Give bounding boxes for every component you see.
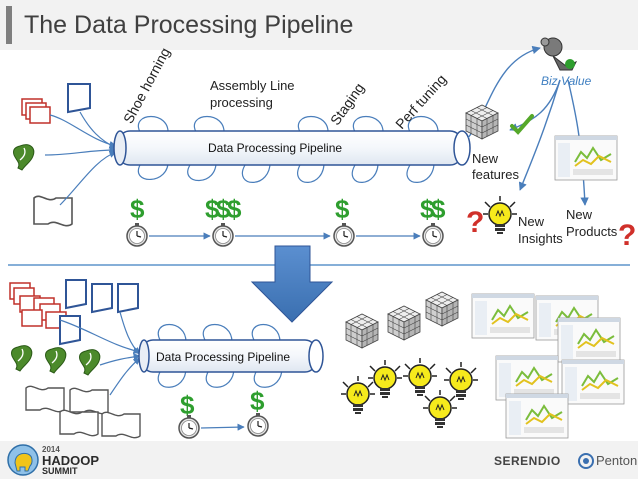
elephant-logo-icon <box>7 444 39 476</box>
rubiks-cube-icon <box>345 313 379 349</box>
dashboard-screenshot-icon <box>557 317 621 363</box>
bottom-pipeline-label: Data Processing Pipeline <box>156 350 290 364</box>
header-band <box>0 0 638 50</box>
penton-logo-icon <box>578 453 594 469</box>
document-icon <box>67 83 91 114</box>
scroll-document-icon <box>69 387 109 415</box>
dollar-icon: $ <box>335 194 350 224</box>
leaf-icon <box>78 349 101 376</box>
clock-icon <box>212 222 234 247</box>
summit-name-line2: SUMMIT <box>42 466 78 476</box>
rubiks-cube-icon <box>387 305 421 341</box>
document-icon <box>117 283 139 314</box>
monkey-mascot-icon <box>540 37 578 71</box>
lightbulb-icon <box>402 357 438 397</box>
processing-loops-bottom <box>157 323 283 388</box>
leaf-icon <box>44 347 67 374</box>
dollar-icon: $ <box>420 194 435 224</box>
dashboard-screenshot-icon <box>554 135 618 181</box>
new-products-label-line2: Products <box>566 224 618 239</box>
scroll-document-icon <box>101 411 141 439</box>
clock-icon <box>126 222 148 247</box>
document-icon <box>65 279 87 310</box>
lightbulb-icon <box>443 361 479 401</box>
bottom-pipeline: Data Processing Pipeline <box>138 339 324 373</box>
down-arrow-icon <box>250 245 334 323</box>
leaf-icon <box>10 345 33 372</box>
question-mark-icon-right: ? <box>618 219 636 252</box>
scroll-document-icon <box>25 385 65 413</box>
partner-logo-penton: Penton <box>578 451 638 473</box>
biz-value-label: Biz Value <box>541 74 592 88</box>
inflow-arrows <box>44 111 117 206</box>
document-icon <box>91 283 113 314</box>
document-stack-icon-bottom <box>9 282 67 329</box>
dollar-icon: $ <box>216 194 231 224</box>
lightbulb-icon <box>340 375 376 415</box>
title-accent-bar <box>6 6 12 44</box>
clock-icon <box>422 222 444 247</box>
dollar-icon: $ <box>227 194 242 224</box>
processing-loops <box>137 115 439 183</box>
dashboard-screenshot-icon <box>505 393 569 439</box>
dollar-icon: $ <box>130 194 145 224</box>
dollar-icon: $ <box>431 194 446 224</box>
dollar-icon: $ <box>250 386 265 416</box>
lightbulb-icon <box>482 195 518 235</box>
top-pipeline: Data Processing Pipeline <box>113 130 471 166</box>
top-pipeline-label: Data Processing Pipeline <box>208 141 342 155</box>
new-features-label-line1: New <box>472 151 499 166</box>
scroll-document-icon <box>33 195 73 227</box>
summit-name-line1: HADOOP <box>42 453 100 468</box>
clock-icon <box>333 222 355 247</box>
cost-row-bottom: $ $ <box>178 386 269 439</box>
new-features-label-line2: features <box>472 167 519 182</box>
cost-row-top: $ $ $ $ $ $ $ <box>126 194 446 247</box>
hadoop-summit-logo: 2014 HADOOP SUMMIT <box>6 443 126 477</box>
question-mark-icon: ? <box>466 206 484 239</box>
dollar-icon: $ <box>180 390 195 420</box>
dollar-icon: $ <box>205 194 220 224</box>
dashboard-screenshot-icon <box>561 359 625 405</box>
penton-label: Penton <box>596 453 638 468</box>
scroll-document-icon <box>59 409 99 437</box>
summit-year: 2014 <box>42 445 60 454</box>
clock-icon <box>247 412 269 437</box>
document-stack-icon <box>21 98 51 124</box>
lightbulb-icon <box>422 389 458 429</box>
new-insights-label-line2: Insights <box>518 231 563 246</box>
partner-logo-serendio: SERENDIO <box>494 454 561 468</box>
new-insights-label-line1: New <box>518 214 545 229</box>
checkmark-icon <box>510 114 534 135</box>
stage-label-processing: processing <box>210 95 273 110</box>
dashboard-screenshot-icon <box>495 355 559 401</box>
footer-band <box>0 441 638 479</box>
leaf-icon <box>12 144 35 171</box>
lightbulb-icon <box>367 359 403 399</box>
document-icon <box>59 315 81 346</box>
new-products-label-line1: New <box>566 207 593 222</box>
dashboard-screenshot-icon <box>471 293 535 339</box>
stage-label-assembly-line: Assembly Line <box>210 78 295 93</box>
slide-title: The Data Processing Pipeline <box>24 11 354 39</box>
inflow-arrows-bottom <box>59 311 141 396</box>
rubiks-cube-icon <box>425 291 459 327</box>
